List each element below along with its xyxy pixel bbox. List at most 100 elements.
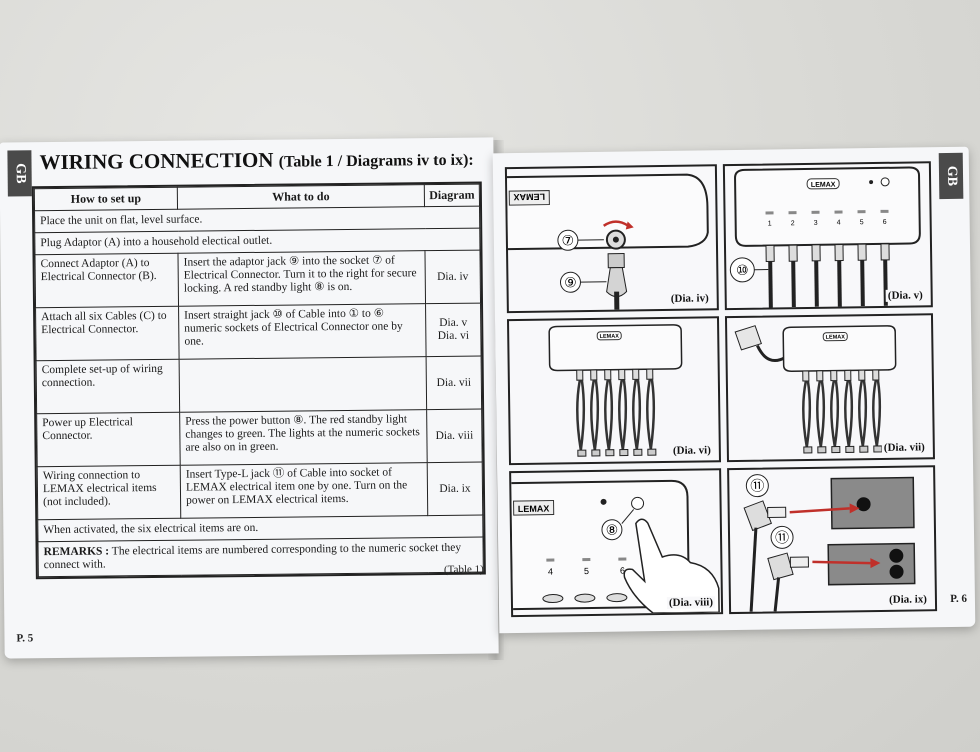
table-row: Complete set-up of wiring connection. Di… — [36, 356, 482, 414]
callout-9: ⑨ — [564, 275, 577, 291]
diagram-vi-drawing: LEMAX — [548, 324, 683, 457]
diagram-v-brand: LEMAX — [811, 182, 836, 189]
language-tab: GB — [7, 150, 32, 197]
cable-end — [619, 448, 629, 457]
step-how: Attach all six Cables (C) to Electrical … — [35, 306, 180, 361]
socket-number: 3 — [814, 220, 818, 227]
cable-jack — [604, 369, 612, 381]
left-page: GB WIRING CONNECTION (Table 1 / Diagrams… — [0, 137, 499, 659]
cable-loop — [646, 378, 656, 450]
socket-number: 4 — [837, 219, 841, 226]
cable-end — [633, 448, 643, 456]
cable-end — [831, 446, 841, 454]
diagram-iv-brand: LEMAX — [513, 192, 545, 202]
step-how: Complete set-up of wiring connection. — [36, 359, 180, 414]
cable — [837, 260, 842, 307]
straight-jack — [880, 243, 890, 261]
row-remarks: REMARKS : The electrical items are numbe… — [37, 537, 484, 577]
cable-end — [647, 448, 657, 456]
table-row: Wiring connection to LEMAX electrical it… — [37, 462, 483, 520]
cable-jack — [858, 369, 866, 381]
callout-10: ⑩ — [736, 263, 749, 279]
cable-loop — [618, 379, 628, 450]
table-row: Power up Electrical Connector. Press the… — [36, 409, 483, 467]
page-number-right: P. 6 — [950, 592, 968, 606]
step-what: Insert Type-L jack ⑪ of Cable into socke… — [180, 462, 428, 519]
socket-light — [618, 557, 627, 561]
diagram-ix-drawing: ⑪ ⑪ — [743, 474, 916, 612]
cable — [860, 260, 865, 307]
cable-loop — [858, 379, 868, 447]
step-diagram: Dia. vii — [426, 356, 482, 410]
diagram-ix-label: (Dia. ix) — [886, 593, 930, 606]
step-what: Insert straight jack ⑩ of Cable into ① t… — [178, 303, 427, 360]
socket-light — [834, 210, 843, 214]
step-diagram: Dia. iv — [424, 250, 481, 304]
socket-number: 5 — [860, 219, 864, 226]
cable-end — [845, 445, 855, 453]
step-how: Power up Electrical Connector. — [36, 412, 181, 467]
cable-jack — [590, 369, 598, 381]
step-how: Wiring connection to LEMAX electrical it… — [37, 465, 181, 520]
cable-end — [605, 449, 615, 457]
page-number-left: P. 5 — [16, 632, 34, 645]
cable-loop — [604, 379, 614, 450]
header-diagram: Diagram — [424, 184, 480, 207]
cable-end — [817, 446, 827, 454]
cable — [768, 261, 773, 308]
socket-light — [788, 211, 797, 215]
cable-end — [577, 449, 587, 457]
cable-jack — [632, 368, 640, 380]
socket-number: 6 — [620, 566, 625, 576]
title-sub: (Table 1 / Diagrams iv to ix): — [278, 151, 474, 171]
cable-jack — [646, 368, 654, 380]
cable-jack — [802, 370, 810, 382]
socket-light — [811, 210, 820, 214]
cable — [814, 260, 819, 307]
socket-light — [880, 209, 889, 213]
cable-loop — [830, 380, 840, 447]
table-label: (Table 1) — [443, 563, 484, 576]
header-how: How to set up — [34, 187, 178, 211]
cable-end — [859, 445, 869, 453]
callout-11-b: ⑪ — [775, 530, 789, 546]
table-row: Connect Adaptor (A) to Electrical Connec… — [34, 250, 481, 308]
step-what — [179, 356, 427, 413]
diagram-vii-drawing: LEMAX — [734, 325, 897, 454]
step-diagram: Dia. v Dia. vi — [425, 303, 482, 357]
cable-loop — [872, 379, 882, 447]
cable-jack — [872, 369, 880, 381]
language-tab-right-label: GB — [943, 165, 960, 187]
cable-end — [591, 449, 601, 457]
cable-end — [803, 446, 813, 454]
diagram-viii-label: (Dia. viii) — [666, 596, 716, 609]
cable-loop — [802, 380, 812, 448]
cable-loop — [576, 379, 586, 451]
diagram-iv-drawing: LEMAX ⑦ ⑨ — [506, 173, 709, 310]
diagram-vi: LEMAX (Dia. vi) — [506, 316, 722, 466]
straight-jack — [811, 244, 821, 262]
socket-light — [857, 210, 866, 214]
step-what: Insert the adaptor jack ⑨ into the socke… — [177, 250, 426, 307]
cable-loop — [632, 379, 642, 450]
step-what: Press the power button ⑧. The red standb… — [179, 409, 428, 466]
table-row: Attach all six Cables (C) to Electrical … — [35, 303, 482, 361]
socket-light — [582, 558, 591, 562]
cable-bundle — [576, 368, 657, 457]
cable — [883, 259, 888, 306]
diagram-vii-brand: LEMAX — [826, 334, 846, 340]
diagram-viii-brand: LEMAX — [518, 504, 550, 514]
cable — [791, 261, 796, 308]
diagram-iv-label: (Dia. iv) — [668, 292, 711, 305]
cable-jack — [618, 369, 626, 381]
socket-number: 6 — [883, 219, 887, 226]
cable-bundle — [802, 369, 883, 454]
language-tab-right: GB — [938, 152, 964, 200]
cable-jack — [816, 370, 824, 382]
